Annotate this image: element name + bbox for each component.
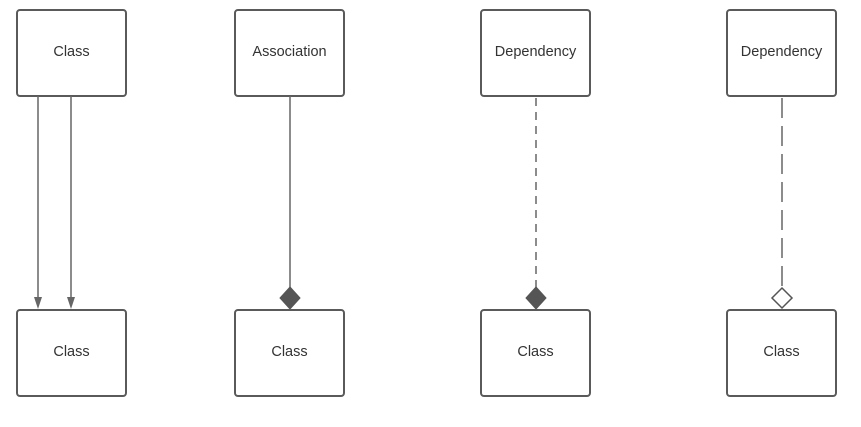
- filled-diamond-icon: [525, 286, 547, 310]
- class-box-bottom-2[interactable]: [234, 309, 345, 397]
- class-box-top-4[interactable]: [726, 9, 837, 97]
- class-box-bottom-3-label: Class: [517, 344, 553, 360]
- class-box-bottom-1-label: Class: [53, 344, 89, 360]
- class-box-top-3-label: Dependency: [495, 44, 577, 60]
- class-box-bottom-1[interactable]: [16, 309, 127, 397]
- class-box-top-4-label: Dependency: [741, 44, 823, 60]
- filled-diamond-icon: [279, 286, 301, 310]
- class-box-bottom-4[interactable]: [726, 309, 837, 397]
- arrowhead-left-icon: [34, 297, 42, 309]
- class-box-bottom-4-label: Class: [763, 344, 799, 360]
- column-3: Dependency Class: [480, 9, 591, 397]
- class-box-top-1-label: Class: [53, 44, 89, 60]
- class-box-top-2-label: Association: [252, 44, 326, 60]
- hollow-diamond-icon: [770, 286, 794, 310]
- column-4: Dependency Class: [726, 9, 837, 397]
- class-box-bottom-2-label: Class: [271, 344, 307, 360]
- class-box-top-3[interactable]: [480, 9, 591, 97]
- column-2: Association Class: [234, 9, 345, 397]
- class-box-bottom-3[interactable]: [480, 309, 591, 397]
- arrowhead-right-icon: [67, 297, 75, 309]
- column-1: Class Class: [16, 9, 127, 397]
